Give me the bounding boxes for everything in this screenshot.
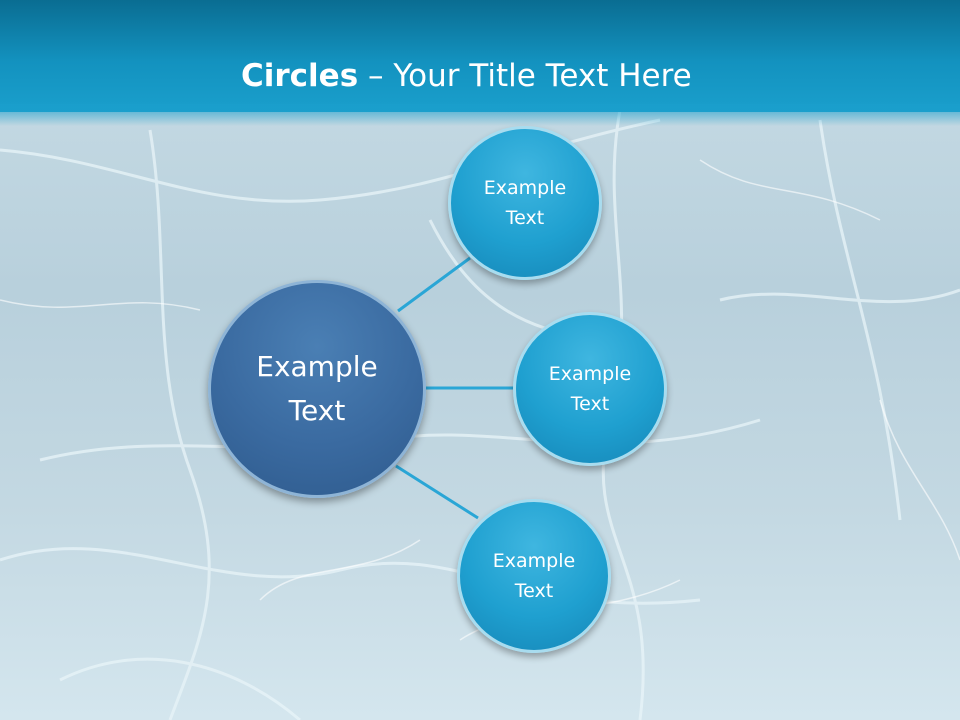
title-bar-fade bbox=[0, 104, 960, 126]
center-circle-label: Example Text bbox=[256, 350, 378, 427]
slide-title[interactable]: Circles – Your Title Text Here bbox=[241, 52, 692, 100]
node-circle-label: Example Text bbox=[483, 177, 567, 229]
node-circle-bottom[interactable]: Example Text bbox=[457, 499, 611, 653]
title-bold: Circles bbox=[241, 58, 359, 94]
node-circle-top[interactable]: Example Text bbox=[448, 126, 602, 280]
connector-top bbox=[397, 256, 471, 313]
node-circle-label: Example Text bbox=[548, 363, 632, 415]
center-circle[interactable]: Example Text bbox=[208, 280, 426, 498]
node-circle-middle[interactable]: Example Text bbox=[513, 312, 667, 466]
title-bar bbox=[0, 0, 960, 112]
connector-bottom bbox=[395, 464, 479, 520]
title-rest: – Your Title Text Here bbox=[358, 58, 692, 94]
node-circle-label: Example Text bbox=[492, 550, 576, 602]
